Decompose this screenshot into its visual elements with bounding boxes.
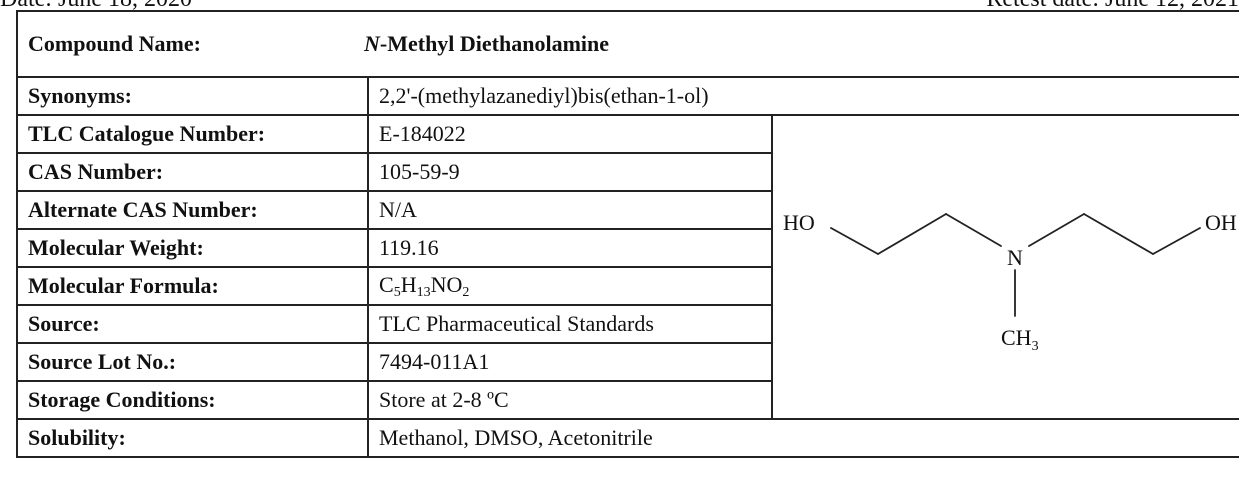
source-row: Source: TLC Pharmaceutical Standards <box>16 304 1239 344</box>
storage-conditions-label: Storage Conditions: <box>16 380 369 420</box>
compound-name-label: Compound Name: <box>28 31 201 56</box>
source-label: Source: <box>16 304 369 344</box>
molecular-weight-label: Molecular Weight: <box>16 228 369 268</box>
molecular-weight-value: 119.16 <box>367 228 773 268</box>
methyl-subscript: 3 <box>1032 339 1039 354</box>
hydroxyl-left-label: HO <box>783 210 815 235</box>
storage-conditions-value: Store at 2-8 ºC <box>367 380 773 420</box>
cas-number-label: CAS Number: <box>16 152 369 192</box>
page-header: Date: June 18, 2020 Retest date: June 12… <box>0 0 1239 14</box>
cas-number-value: 105-59-9 <box>367 152 773 192</box>
cas-number-row: CAS Number: 105-59-9 <box>16 152 1239 192</box>
solubility-row: Solubility: Methanol, DMSO, Acetonitrile <box>16 418 1239 458</box>
compound-name-prefix: N <box>364 31 380 56</box>
compound-spec-table: Compound Name:N-Methyl Diethanolamine Sy… <box>15 10 1239 458</box>
catalogue-number-label: TLC Catalogue Number: <box>16 114 369 154</box>
catalogue-number-row: TLC Catalogue Number: E-184022 HO OH N C <box>16 114 1239 420</box>
source-lot-label: Source Lot No.: <box>16 342 369 382</box>
molecular-weight-row: Molecular Weight: 119.16 <box>16 228 1239 268</box>
molecular-formula-value: C5H13NO2 <box>367 266 773 306</box>
source-value: TLC Pharmaceutical Standards <box>367 304 773 344</box>
solubility-value: Methanol, DMSO, Acetonitrile <box>366 418 1239 458</box>
methyl-main: CH <box>1001 325 1032 350</box>
molecular-formula-label: Molecular Formula: <box>16 266 369 306</box>
alternate-cas-row: Alternate CAS Number: N/A <box>16 190 1239 230</box>
structure-cell: HO OH N CH3 <box>770 114 1239 420</box>
compound-name-row: Compound Name: N-Methyl Diethanolamine <box>15 10 1239 78</box>
catalogue-number-value: E-184022 <box>367 114 773 154</box>
source-lot-value: 7494-011A1 <box>367 342 773 382</box>
synonyms-label: Synonyms: <box>16 76 369 116</box>
synonyms-value: 2,2'-(methylazanediyl)bis(ethan-1-ol) <box>366 76 1239 116</box>
nitrogen-atom-label: N <box>1007 245 1023 270</box>
source-lot-row: Source Lot No.: 7494-011A1 <box>16 342 1239 382</box>
hydroxyl-right-label: OH <box>1205 210 1237 235</box>
methyl-group-label: CH3 <box>1001 325 1039 354</box>
molecular-formula-row: Molecular Formula: C5H13NO2 <box>16 266 1239 306</box>
retest-date: Retest date: June 12, 2021 <box>986 0 1239 13</box>
document-date: Date: June 18, 2020 <box>0 0 192 13</box>
alternate-cas-label: Alternate CAS Number: <box>16 190 369 230</box>
compound-name-rest: -Methyl Diethanolamine <box>379 31 610 56</box>
compound-name-value: N-Methyl Diethanolamine <box>364 31 609 56</box>
chemical-structure-diagram: HO OH N CH3 <box>783 210 1237 354</box>
storage-conditions-row: Storage Conditions: Store at 2-8 ºC <box>16 380 1239 420</box>
synonyms-row: Synonyms: 2,2'-(methylazanediyl)bis(etha… <box>16 76 1239 116</box>
solubility-label: Solubility: <box>16 418 369 458</box>
alternate-cas-value: N/A <box>367 190 773 230</box>
